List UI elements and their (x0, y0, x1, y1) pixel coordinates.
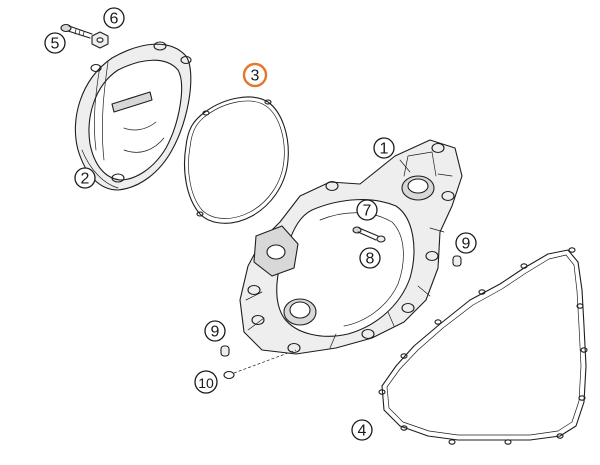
dowel-pin-left (220, 345, 230, 357)
svg-text:8: 8 (366, 251, 375, 268)
screw-part-5 (60, 23, 93, 39)
svg-text:9: 9 (211, 324, 220, 341)
callout-7: 7 (356, 199, 378, 221)
svg-text:5: 5 (51, 36, 60, 53)
svg-text:9: 9 (462, 236, 471, 253)
o-ring-part-10 (223, 370, 235, 380)
dowel-pin-right (452, 255, 462, 267)
callout-6: 6 (103, 7, 125, 29)
svg-text:2: 2 (81, 171, 90, 188)
callout-5: 5 (44, 32, 66, 54)
outer-clutch-cover (74, 41, 192, 191)
svg-text:3: 3 (251, 68, 260, 85)
callout-1: 1 (373, 137, 395, 159)
callout-2: 2 (74, 167, 96, 189)
callout-9-right: 9 (455, 232, 477, 254)
screw-part-7 (352, 226, 379, 241)
svg-text:6: 6 (110, 11, 119, 28)
svg-text:4: 4 (358, 423, 367, 440)
callout-10: 10 (194, 370, 218, 394)
leader-line-10 (233, 349, 297, 374)
inner-cover-gasket (378, 247, 588, 445)
inner-clutch-cover (239, 139, 463, 355)
svg-text:7: 7 (363, 203, 372, 220)
nut-part-6 (91, 31, 109, 49)
callout-4: 4 (351, 419, 373, 441)
callout-8: 8 (359, 247, 381, 269)
svg-text:10: 10 (198, 375, 214, 391)
callout-9-left: 9 (204, 320, 226, 342)
callout-3-highlighted: 3 (242, 62, 268, 88)
svg-text:1: 1 (380, 141, 389, 158)
outer-cover-gasket (183, 96, 289, 224)
washer-part-8 (376, 235, 386, 243)
